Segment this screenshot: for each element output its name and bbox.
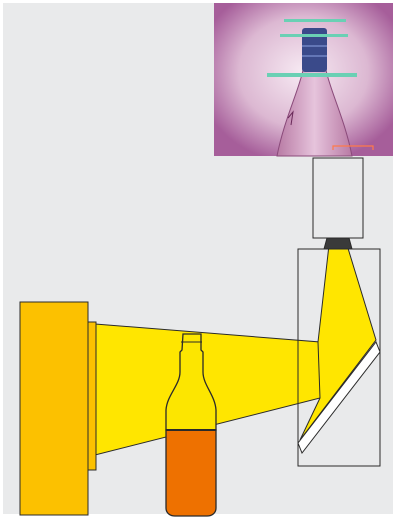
diffuser-plate	[88, 322, 96, 470]
inset-measure-line-cap	[280, 34, 348, 37]
inset-measure-line-top	[284, 19, 346, 22]
inset-measure-line-shoulder	[267, 73, 357, 77]
camera-image-inset	[214, 3, 393, 156]
light-source-panel	[20, 302, 88, 515]
camera-lens	[324, 238, 352, 249]
bottle-liquid	[166, 430, 216, 516]
camera-box	[313, 158, 363, 238]
